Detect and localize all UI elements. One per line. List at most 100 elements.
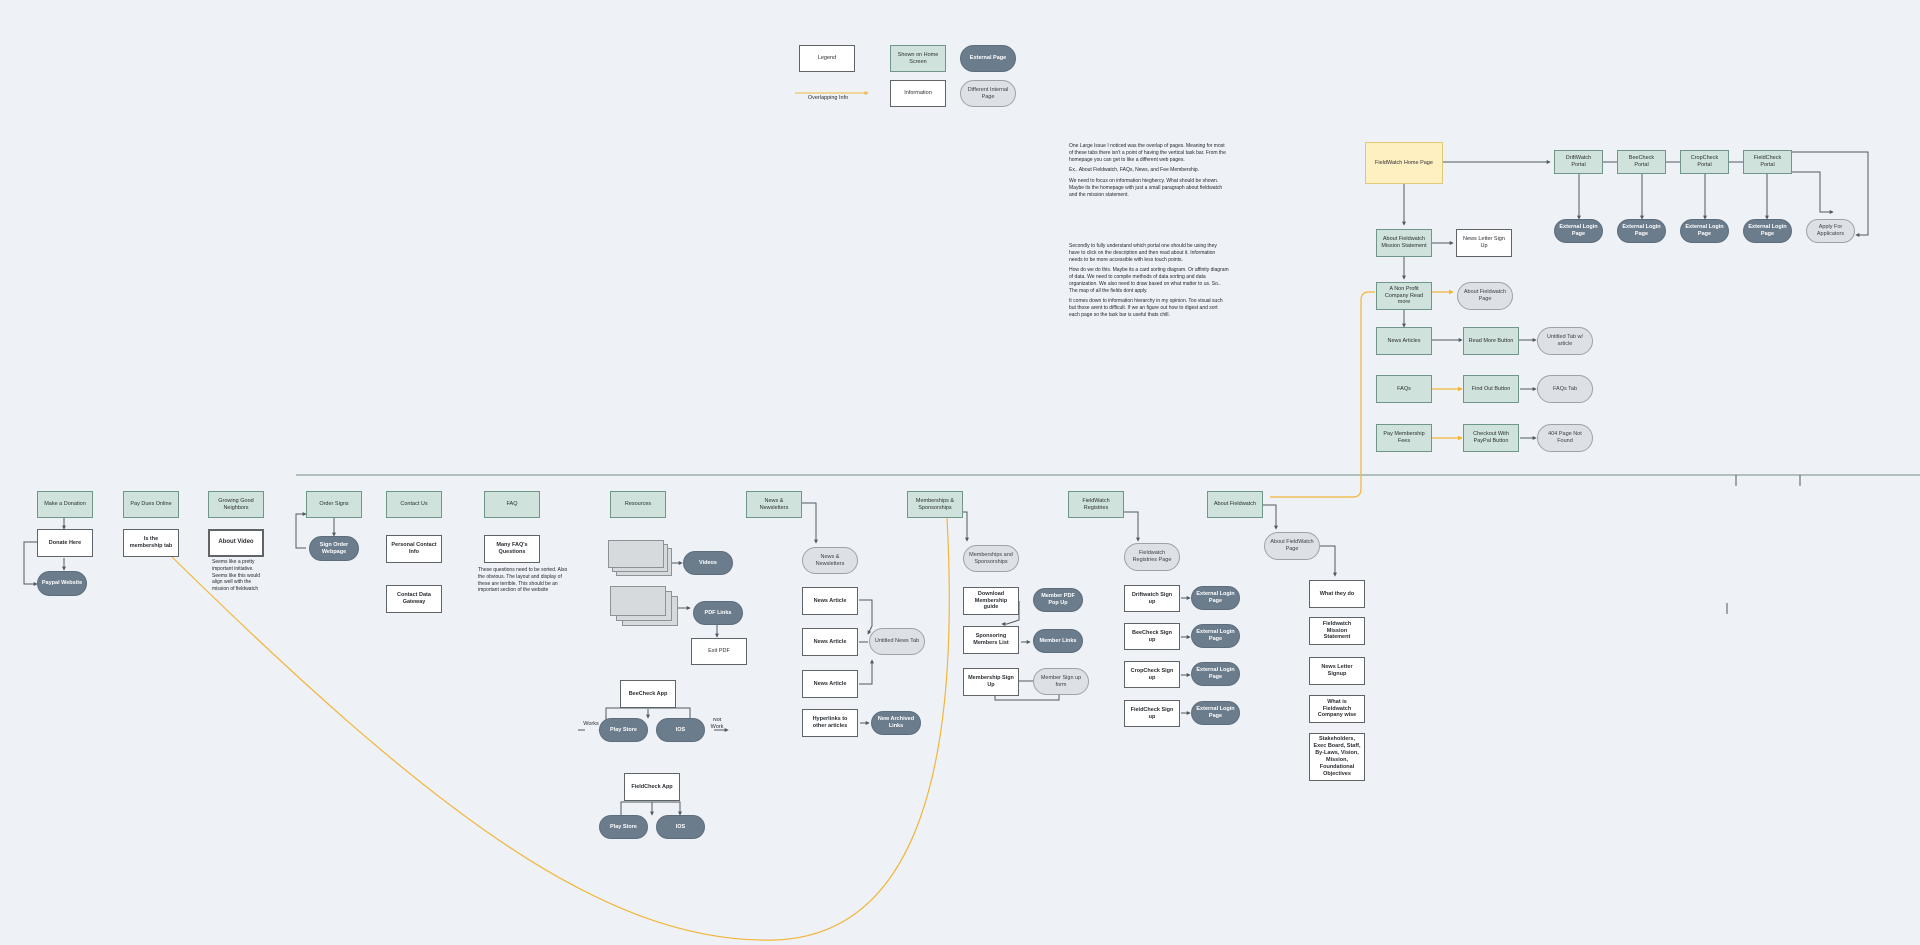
registry-signup-node: Driftwatch Sign up	[1124, 585, 1180, 612]
play-store-node: Play Store	[599, 718, 648, 742]
video-stack-card	[608, 540, 664, 568]
faqs-node: FAQs	[1376, 375, 1432, 403]
external-login-node: External Login Page	[1680, 219, 1729, 243]
newsletter-node: News Letter Sign Up	[1456, 229, 1512, 257]
about-page-node: About FieldWatch Page	[1264, 532, 1320, 560]
faq-box-node: Many FAQ's Questions	[484, 535, 540, 563]
nonprofit-node: A Non Profit Company Read more	[1376, 282, 1432, 310]
membership-signup-node: Membership Sign Up	[963, 668, 1019, 696]
untitled-news-node: Untitled News Tab	[869, 628, 925, 655]
works-label: Works	[583, 720, 599, 727]
pdf-stack-card	[610, 586, 666, 616]
about-video-node: About Video	[208, 529, 264, 557]
fieldcheck-app-node: FieldCheck App	[624, 773, 680, 801]
faq-note: These questions need to be sorted. Also …	[478, 567, 568, 594]
hyperlinks-node: Hyperlinks to other articles	[802, 709, 858, 737]
exit-pdf-node: Exit PDF	[691, 638, 747, 665]
nav-item-contact: Contact Us	[386, 491, 442, 518]
portal-node: BeeCheck Portal	[1617, 150, 1666, 174]
note-text: It comes down to information hierarchy i…	[1069, 298, 1223, 318]
member-links-node: Member Links	[1033, 629, 1083, 653]
nav-item-faq: FAQ	[484, 491, 540, 518]
legend-internal-page: Different Internal Page	[960, 80, 1016, 107]
nav-item-dues: Pay Dues Online	[123, 491, 179, 518]
external-login-node: External Login Page	[1743, 219, 1792, 243]
beecheck-app-node: BeeCheck App	[620, 680, 676, 708]
legend-shown-home: Shown on Home Screen	[890, 45, 946, 72]
not-work-label: Not Work	[710, 718, 724, 730]
pay-fees-node: Pay Membership Fees	[1376, 424, 1432, 452]
registry-signup-node: BeeCheck Sign up	[1124, 623, 1180, 650]
nav-item-memberships: Memberships & Sponsorships	[907, 491, 963, 518]
note-text: How do we do this. Maybe its a card sort…	[1069, 267, 1229, 294]
about-item-node: News Letter Signup	[1309, 657, 1365, 685]
neighbors-note: Seems like a pretty important initiative…	[212, 559, 261, 592]
nav-item-donation: Make a Donation	[37, 491, 93, 518]
membership-tab-node: Is the membership tab	[123, 529, 179, 557]
external-login-node: External Login Page	[1554, 219, 1603, 243]
note-text: We need to focus on information hiegherc…	[1069, 178, 1223, 198]
nav-item-about: About Fieldwatch	[1207, 491, 1263, 518]
membership-page-node: Memberships and Sponsorships	[963, 545, 1019, 572]
nav-item-news: News & Newsletters	[746, 491, 802, 518]
videos-node: Videos	[683, 551, 733, 575]
news-articles-node: News Articles	[1376, 327, 1432, 355]
registries-page-node: Fieldwatch Registries Page	[1124, 543, 1180, 571]
nav-item-neighbors: Growing Good Neighbors	[208, 491, 264, 518]
news-page-node: News & Newsletters	[802, 547, 858, 574]
download-guide-node: Download Membership guide	[963, 587, 1019, 615]
apply-applicators-node: Apply For Applicators	[1806, 219, 1855, 243]
note-text: Secondly to fully understand which porta…	[1069, 243, 1217, 263]
personal-contact-node: Personal Contact Info	[386, 535, 442, 563]
registry-login-node: External Login Page	[1191, 701, 1240, 725]
legend-title: Legend	[799, 45, 855, 72]
registry-signup-node: CropCheck Sign up	[1124, 661, 1180, 688]
portal-node: FieldCheck Portal	[1743, 150, 1792, 174]
about-item-node: Fieldwatch Mission Statement	[1309, 617, 1365, 645]
ios-node: IOS	[656, 815, 705, 839]
news-article-node: News Article	[802, 587, 858, 615]
news-article-node: News Article	[802, 670, 858, 698]
not-found-node: 404 Page Not Found	[1537, 424, 1593, 452]
checkout-node: Checkout With PayPal Button	[1463, 424, 1519, 452]
registry-login-node: External Login Page	[1191, 662, 1240, 686]
general-contact-node: Contact Data Gateway	[386, 585, 442, 613]
about-item-node: What is Fieldwatch Company wise	[1309, 695, 1365, 723]
registry-login-node: External Login Page	[1191, 586, 1240, 610]
about-page-node: About Fieldwatch Page	[1457, 282, 1513, 310]
new-archived-node: New Archived Links	[871, 711, 921, 735]
notes-block-1: One Large Issue I noticed was the overla…	[1069, 143, 1229, 202]
pdf-links-node: PDF Links	[693, 601, 743, 625]
read-more-node: Read More Button	[1463, 327, 1519, 355]
find-out-node: Find Out Button	[1463, 375, 1519, 403]
ios-node: IOS	[656, 718, 705, 742]
legend-information: Information	[890, 80, 946, 107]
note-text: Ex.. About Fieldwatch, FAQs, News, and F…	[1069, 167, 1200, 174]
legend-external-page: External Page	[960, 45, 1016, 72]
registry-signup-node: FieldCheck Sign up	[1124, 700, 1180, 727]
pdf-popup-node: Member PDF Pop Up	[1033, 588, 1083, 612]
about-item-node: What they do	[1309, 580, 1365, 608]
play-store-node: Play Store	[599, 815, 648, 839]
legend-overlap: Overlapping Info	[807, 94, 849, 101]
home-page-node: FieldWatch Home Page	[1365, 142, 1443, 184]
portal-node: CropCheck Portal	[1680, 150, 1729, 174]
note-text: One Large Issue I noticed was the overla…	[1069, 143, 1226, 163]
news-article-node: News Article	[802, 628, 858, 656]
untitled-tab-node: Untitled Tab w/ article	[1537, 327, 1593, 355]
sponsoring-members-node: Sponsoring Members List	[963, 626, 1019, 654]
paypal-website-node: Paypal Website	[37, 571, 87, 596]
nav-item-signs: Order Signs	[306, 491, 362, 518]
portal-node: DriftWatch Portal	[1554, 150, 1603, 174]
mission-node: About Fieldwatch Mission Statement	[1376, 229, 1432, 257]
nav-item-resources: Resources	[610, 491, 666, 518]
registry-login-node: External Login Page	[1191, 624, 1240, 648]
sign-order-node: Sign Order Webpage	[309, 536, 359, 561]
nav-item-registries: FieldWatch Registries	[1068, 491, 1124, 518]
notes-block-2: Secondly to fully understand which porta…	[1069, 243, 1229, 323]
external-login-node: External Login Page	[1617, 219, 1666, 243]
donate-here-node: Donate Here	[37, 529, 93, 557]
about-item-node: Stakeholders, Exec Board, Staff, By-Laws…	[1309, 733, 1365, 781]
signup-form-node: Member Sign up form	[1033, 668, 1089, 695]
